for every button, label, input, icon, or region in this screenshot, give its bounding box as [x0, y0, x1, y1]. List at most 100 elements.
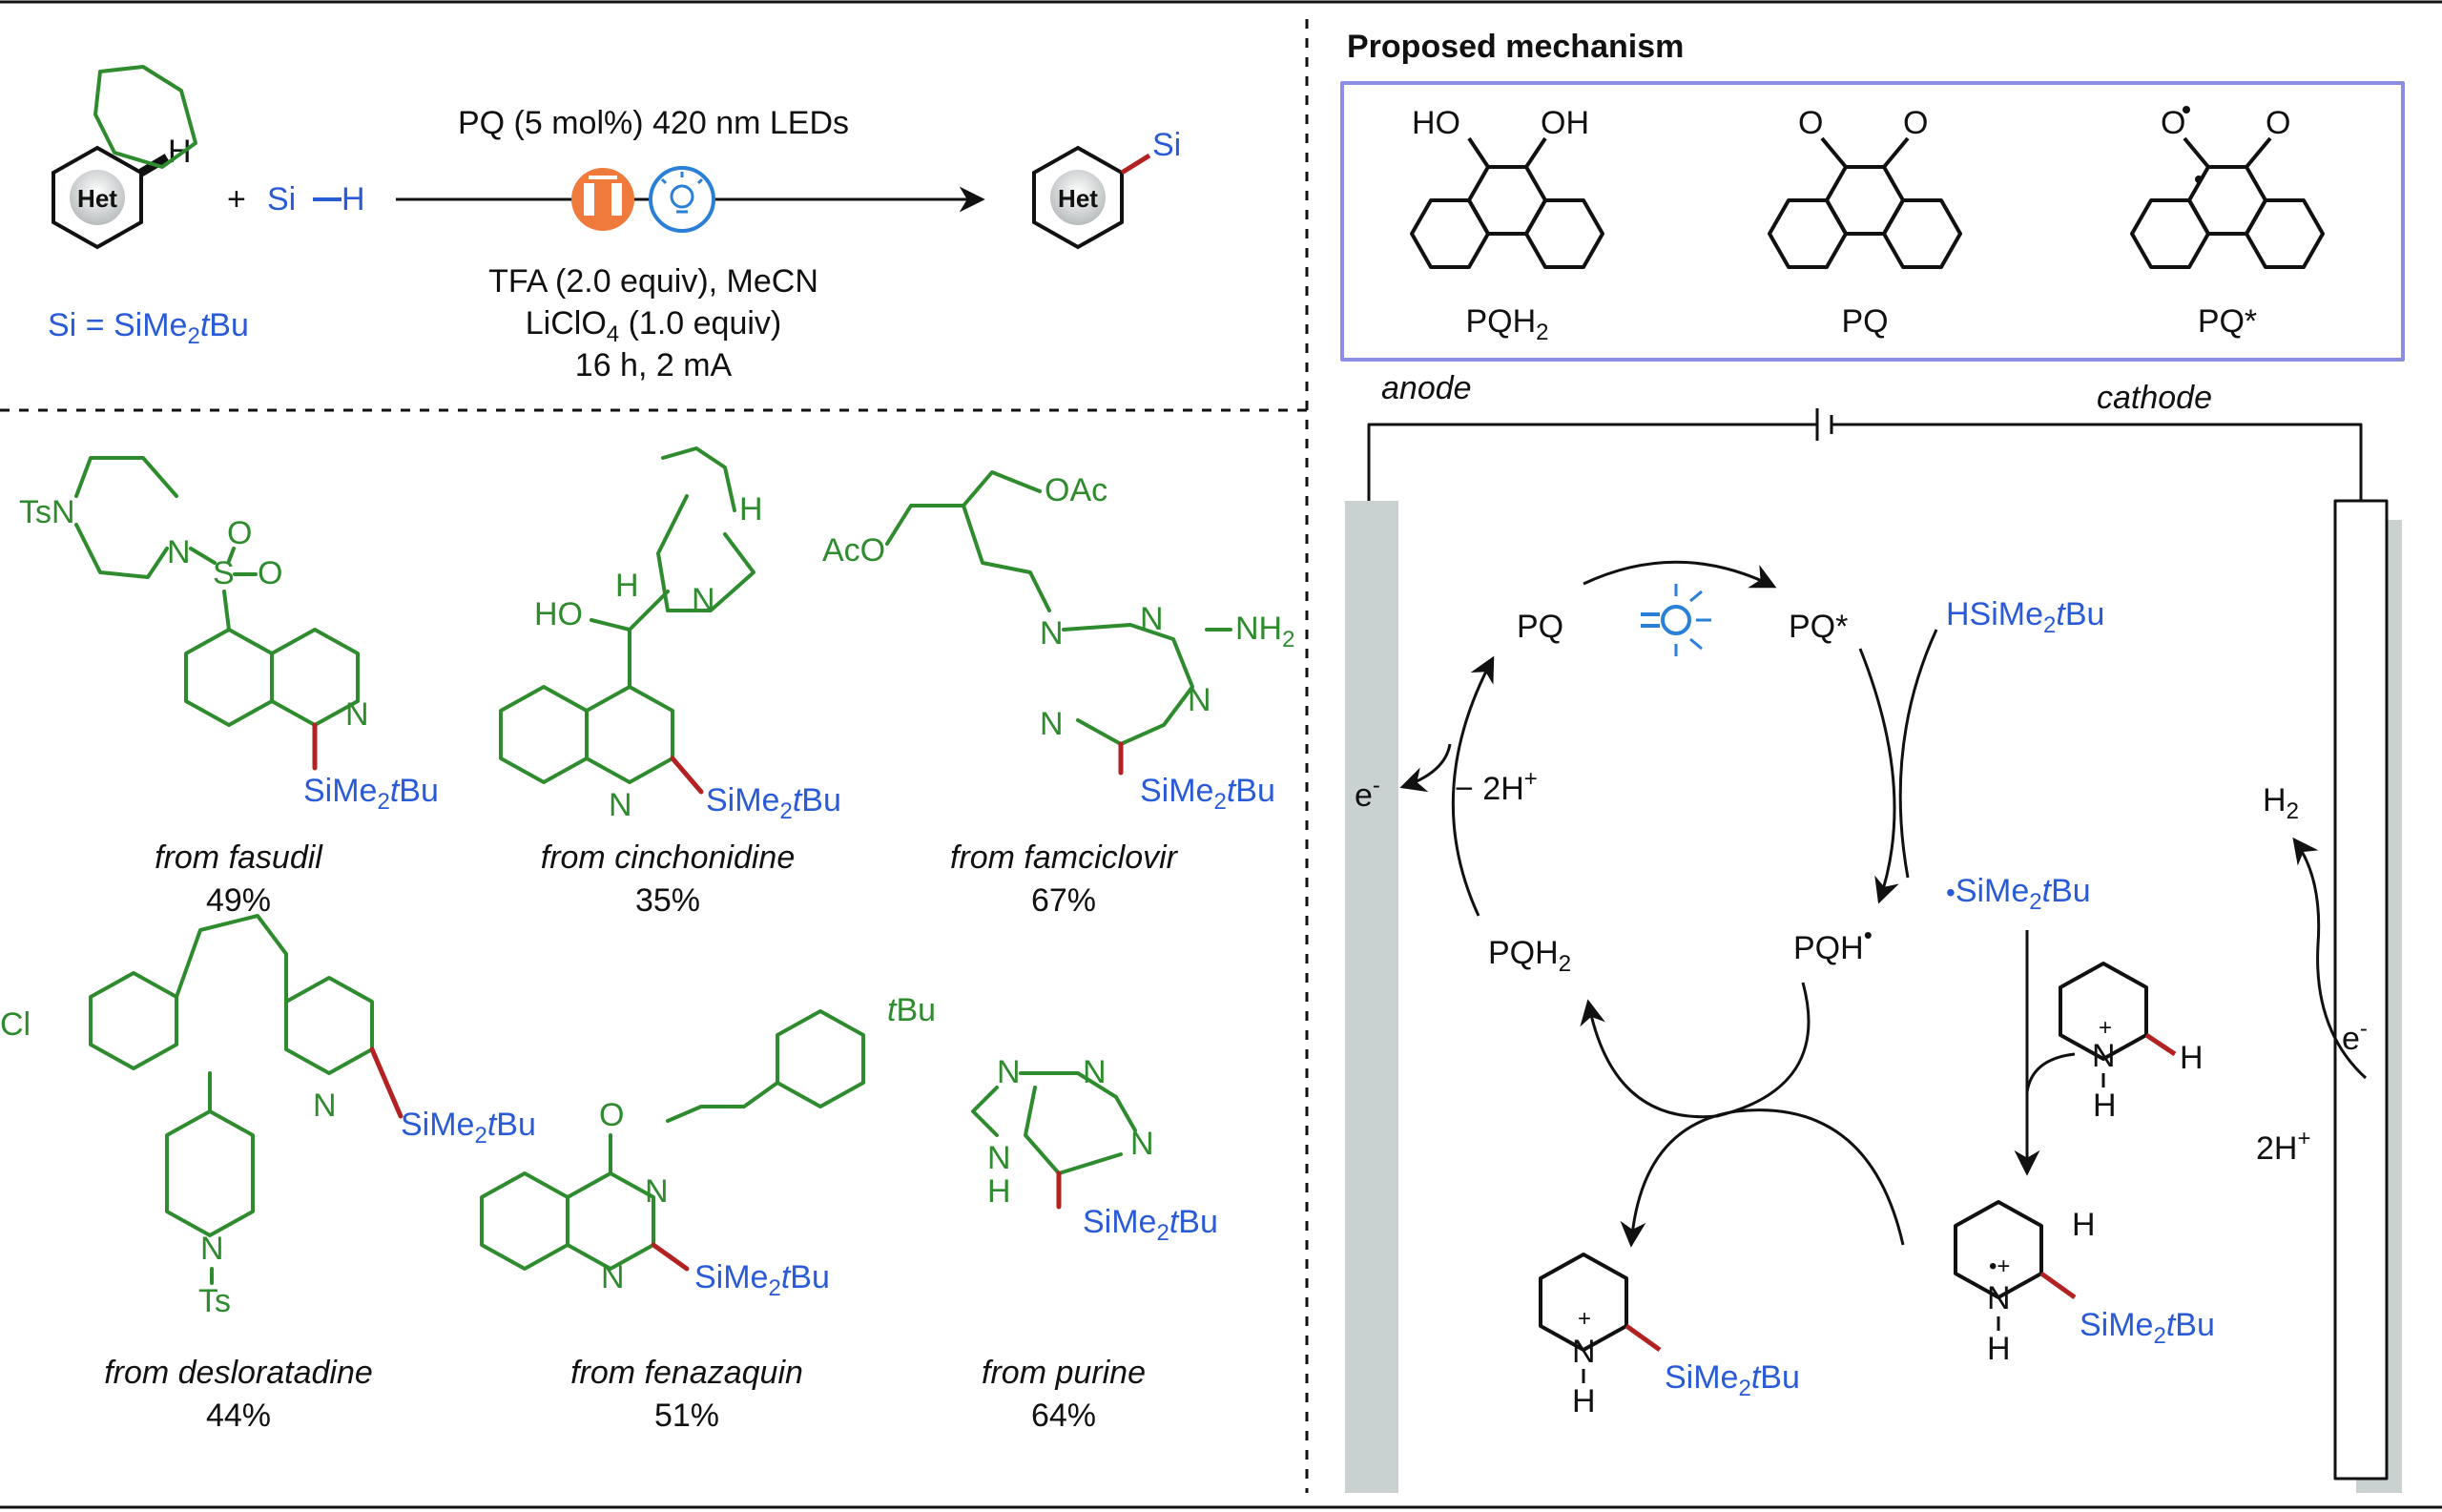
- silyl-pyridinium-product: N + H SiMe2tBu: [1539, 1253, 1800, 1419]
- pyridinium-n: N: [2092, 1038, 2116, 1074]
- fasudil-o2: O: [258, 555, 282, 591]
- cinchonidine-n2: N: [609, 787, 632, 823]
- circuit-wire: [1367, 423, 1817, 501]
- desloratadine-yield: 44%: [206, 1398, 271, 1434]
- fenazaquin-structure: tBu O N N SiMe2tBu from fenazaquin 51%: [480, 992, 936, 1434]
- fenazaquin-n2: N: [601, 1259, 625, 1295]
- arrow-hsi: [1898, 629, 1938, 879]
- famciclovir-n4: N: [1040, 706, 1064, 742]
- fenazaquin-yield: 51%: [654, 1398, 719, 1434]
- cinchonidine-ho: HO: [534, 596, 583, 632]
- adduct-si: SiMe2tBu: [2080, 1307, 2215, 1349]
- cinchonidine-h1: H: [739, 491, 763, 528]
- conditions-top: PQ (5 mol%) 420 nm LEDs: [458, 105, 849, 141]
- desloratadine-cl: Cl: [0, 1006, 31, 1043]
- pq-label: PQ: [1841, 303, 1888, 340]
- adduct-ch: H: [2072, 1207, 2096, 1243]
- cinchonidine-si: SiMe2tBu: [706, 782, 841, 824]
- arrow-h2: [2292, 837, 2368, 1080]
- pqh2-label: PQH2: [1465, 303, 1548, 345]
- conditions-line2: LiClO4 (1.0 equiv): [526, 305, 781, 347]
- arrow-pqh2-to-pq: [1451, 655, 1495, 917]
- cathode-electrode: [2333, 499, 2389, 1481]
- anode-label: anode: [1381, 370, 1472, 406]
- cinchonidine-n1: N: [692, 582, 715, 618]
- lamp-icon: [1641, 584, 1711, 656]
- h-label: H: [168, 134, 192, 170]
- het-label: Het: [77, 184, 117, 213]
- famciclovir-si: SiMe2tBu: [1140, 773, 1275, 815]
- pq-o2: O: [1903, 105, 1928, 141]
- het-product: Het Si: [1032, 127, 1181, 250]
- reaction-scheme: Het H + Si H Si = SiMe2tBu PQ (5 mol%) 4…: [48, 105, 1181, 383]
- quinone-box: [1340, 81, 2405, 362]
- desloratadine-n2: N: [200, 1231, 224, 1267]
- adduct-n: N: [1987, 1280, 2011, 1316]
- product-si: Si: [1152, 127, 1181, 163]
- desloratadine-n1: N: [313, 1087, 337, 1124]
- substrate-scope: TsN N S O O N SiMe2tBu from fasudil 49% …: [0, 65, 1294, 1434]
- pqh-radical-species: PQH•: [1793, 921, 1873, 966]
- desloratadine-ts: Ts: [198, 1283, 231, 1319]
- pq-o1: O: [1798, 105, 1823, 141]
- fasudil-o1: O: [227, 515, 252, 551]
- purine-name: from purine: [982, 1355, 1146, 1391]
- desloratadine-si: SiMe2tBu: [401, 1107, 536, 1149]
- pyridinium-plus: +: [2099, 1015, 2112, 1041]
- pyridinium-nh: H: [2093, 1087, 2117, 1124]
- fasudil-structure: TsN N S O O N SiMe2tBu from fasudil 49%: [19, 65, 439, 919]
- pq-species: PQ: [1517, 609, 1563, 645]
- pq-star-species: PQ*: [1789, 609, 1848, 645]
- desloratadine-structure: Cl N SiMe2tBu N Ts from desloratadine 44…: [0, 914, 536, 1434]
- arrow-to-product: [1620, 1108, 1905, 1248]
- product-nh: H: [1572, 1383, 1596, 1419]
- het-substrate: Het H: [52, 134, 192, 250]
- famciclovir-oac: OAc: [1045, 472, 1107, 508]
- famciclovir-aco: AcO: [822, 532, 885, 569]
- mechanism-panel: Proposed mechanism HO OH PQH2 O O PQ O O…: [1340, 29, 2405, 1493]
- purine-n4: N: [987, 1140, 1011, 1176]
- arrow-pqh-to-pqh2: [1580, 982, 1811, 1119]
- conditions-line3: 16 h, 2 mA: [575, 347, 733, 383]
- anode-electrode: [1345, 501, 1398, 1493]
- reagent-h: H: [341, 181, 365, 217]
- arrow-pq-to-pqstar: [1583, 560, 1777, 589]
- fasudil-yield: 49%: [206, 882, 271, 919]
- h2-species: H2: [2263, 782, 2299, 824]
- pq-star-structure: O O PQ*: [2130, 105, 2325, 340]
- cinchonidine-name: from cinchonidine: [541, 839, 795, 876]
- product-n: N: [1572, 1334, 1596, 1370]
- fasudil-n3: N: [345, 696, 369, 733]
- desloratadine-name: from desloratadine: [104, 1355, 373, 1391]
- famciclovir-n1: N: [1040, 615, 1064, 652]
- famciclovir-nh2: NH2: [1235, 611, 1294, 652]
- famciclovir-yield: 67%: [1031, 882, 1096, 919]
- fasudil-s: S: [213, 555, 235, 591]
- light-bulb-icon: [649, 166, 715, 233]
- si-radical-species: •SiMe2tBu: [1946, 873, 2091, 915]
- pq-star-label: PQ*: [2198, 303, 2257, 340]
- fasudil-name: from fasudil: [155, 839, 323, 876]
- purine-yield: 64%: [1031, 1398, 1096, 1434]
- purine-h: H: [987, 1173, 1011, 1210]
- pyridinium-reagent: N + H H: [2059, 962, 2204, 1124]
- fenazaquin-o: O: [599, 1097, 624, 1133]
- het-label-product: Het: [1058, 184, 1098, 213]
- cinchonidine-structure: H H N HO N SiMe2tBu from cinchonidine 35…: [499, 446, 841, 919]
- fasudil-n2: N: [167, 534, 191, 570]
- radical-adduct: N •+ H H SiMe2tBu: [1954, 1200, 2215, 1367]
- product-si-label: SiMe2tBu: [1665, 1359, 1800, 1401]
- pqh2-structure: HO OH PQH2: [1410, 105, 1604, 345]
- fasudil-si: SiMe2tBu: [303, 773, 439, 815]
- cathode-label: cathode: [2097, 380, 2212, 416]
- purine-structure: N N N N H SiMe2tBu from purine 64%: [971, 1054, 1218, 1434]
- pq-star-o1: O: [2161, 105, 2185, 141]
- hsi-species: HSiMe2tBu: [1946, 596, 2104, 638]
- pyridinium-ch: H: [2180, 1040, 2204, 1076]
- reagent-si: Si: [267, 181, 296, 217]
- two-h-species: 2H+: [2256, 1126, 2310, 1167]
- cinchonidine-yield: 35%: [635, 882, 700, 919]
- pqh2-species: PQH2: [1488, 935, 1571, 977]
- electrolysis-icon: [571, 168, 634, 231]
